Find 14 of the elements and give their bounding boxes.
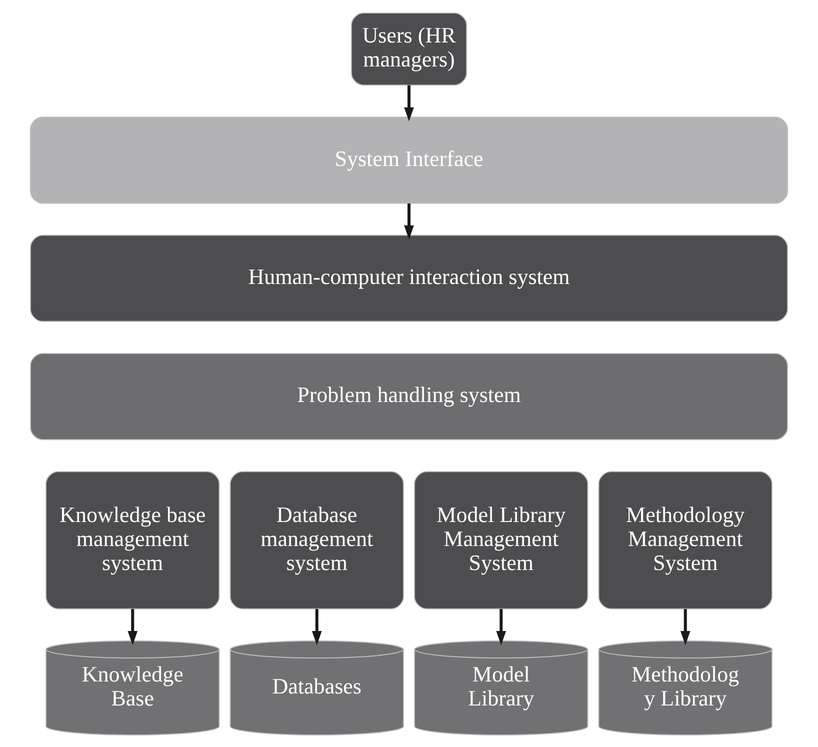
arrow [404,84,414,121]
arrow [496,608,506,645]
arrow [680,608,690,645]
node-box: Knowledge base management system [46,470,220,609]
node-box: Users (HR managers) [350,12,468,86]
node-box: Problem handling system [30,352,788,440]
node-box: Human-computer interaction system [30,234,788,322]
node-box: Model Library Management System [414,470,588,609]
arrow [312,608,322,645]
arrow [128,608,138,645]
node-box: Methodology Management System [598,470,772,609]
arrow [404,202,414,239]
node-box: Database management system [230,470,404,609]
node-box: System Interface [30,116,788,204]
